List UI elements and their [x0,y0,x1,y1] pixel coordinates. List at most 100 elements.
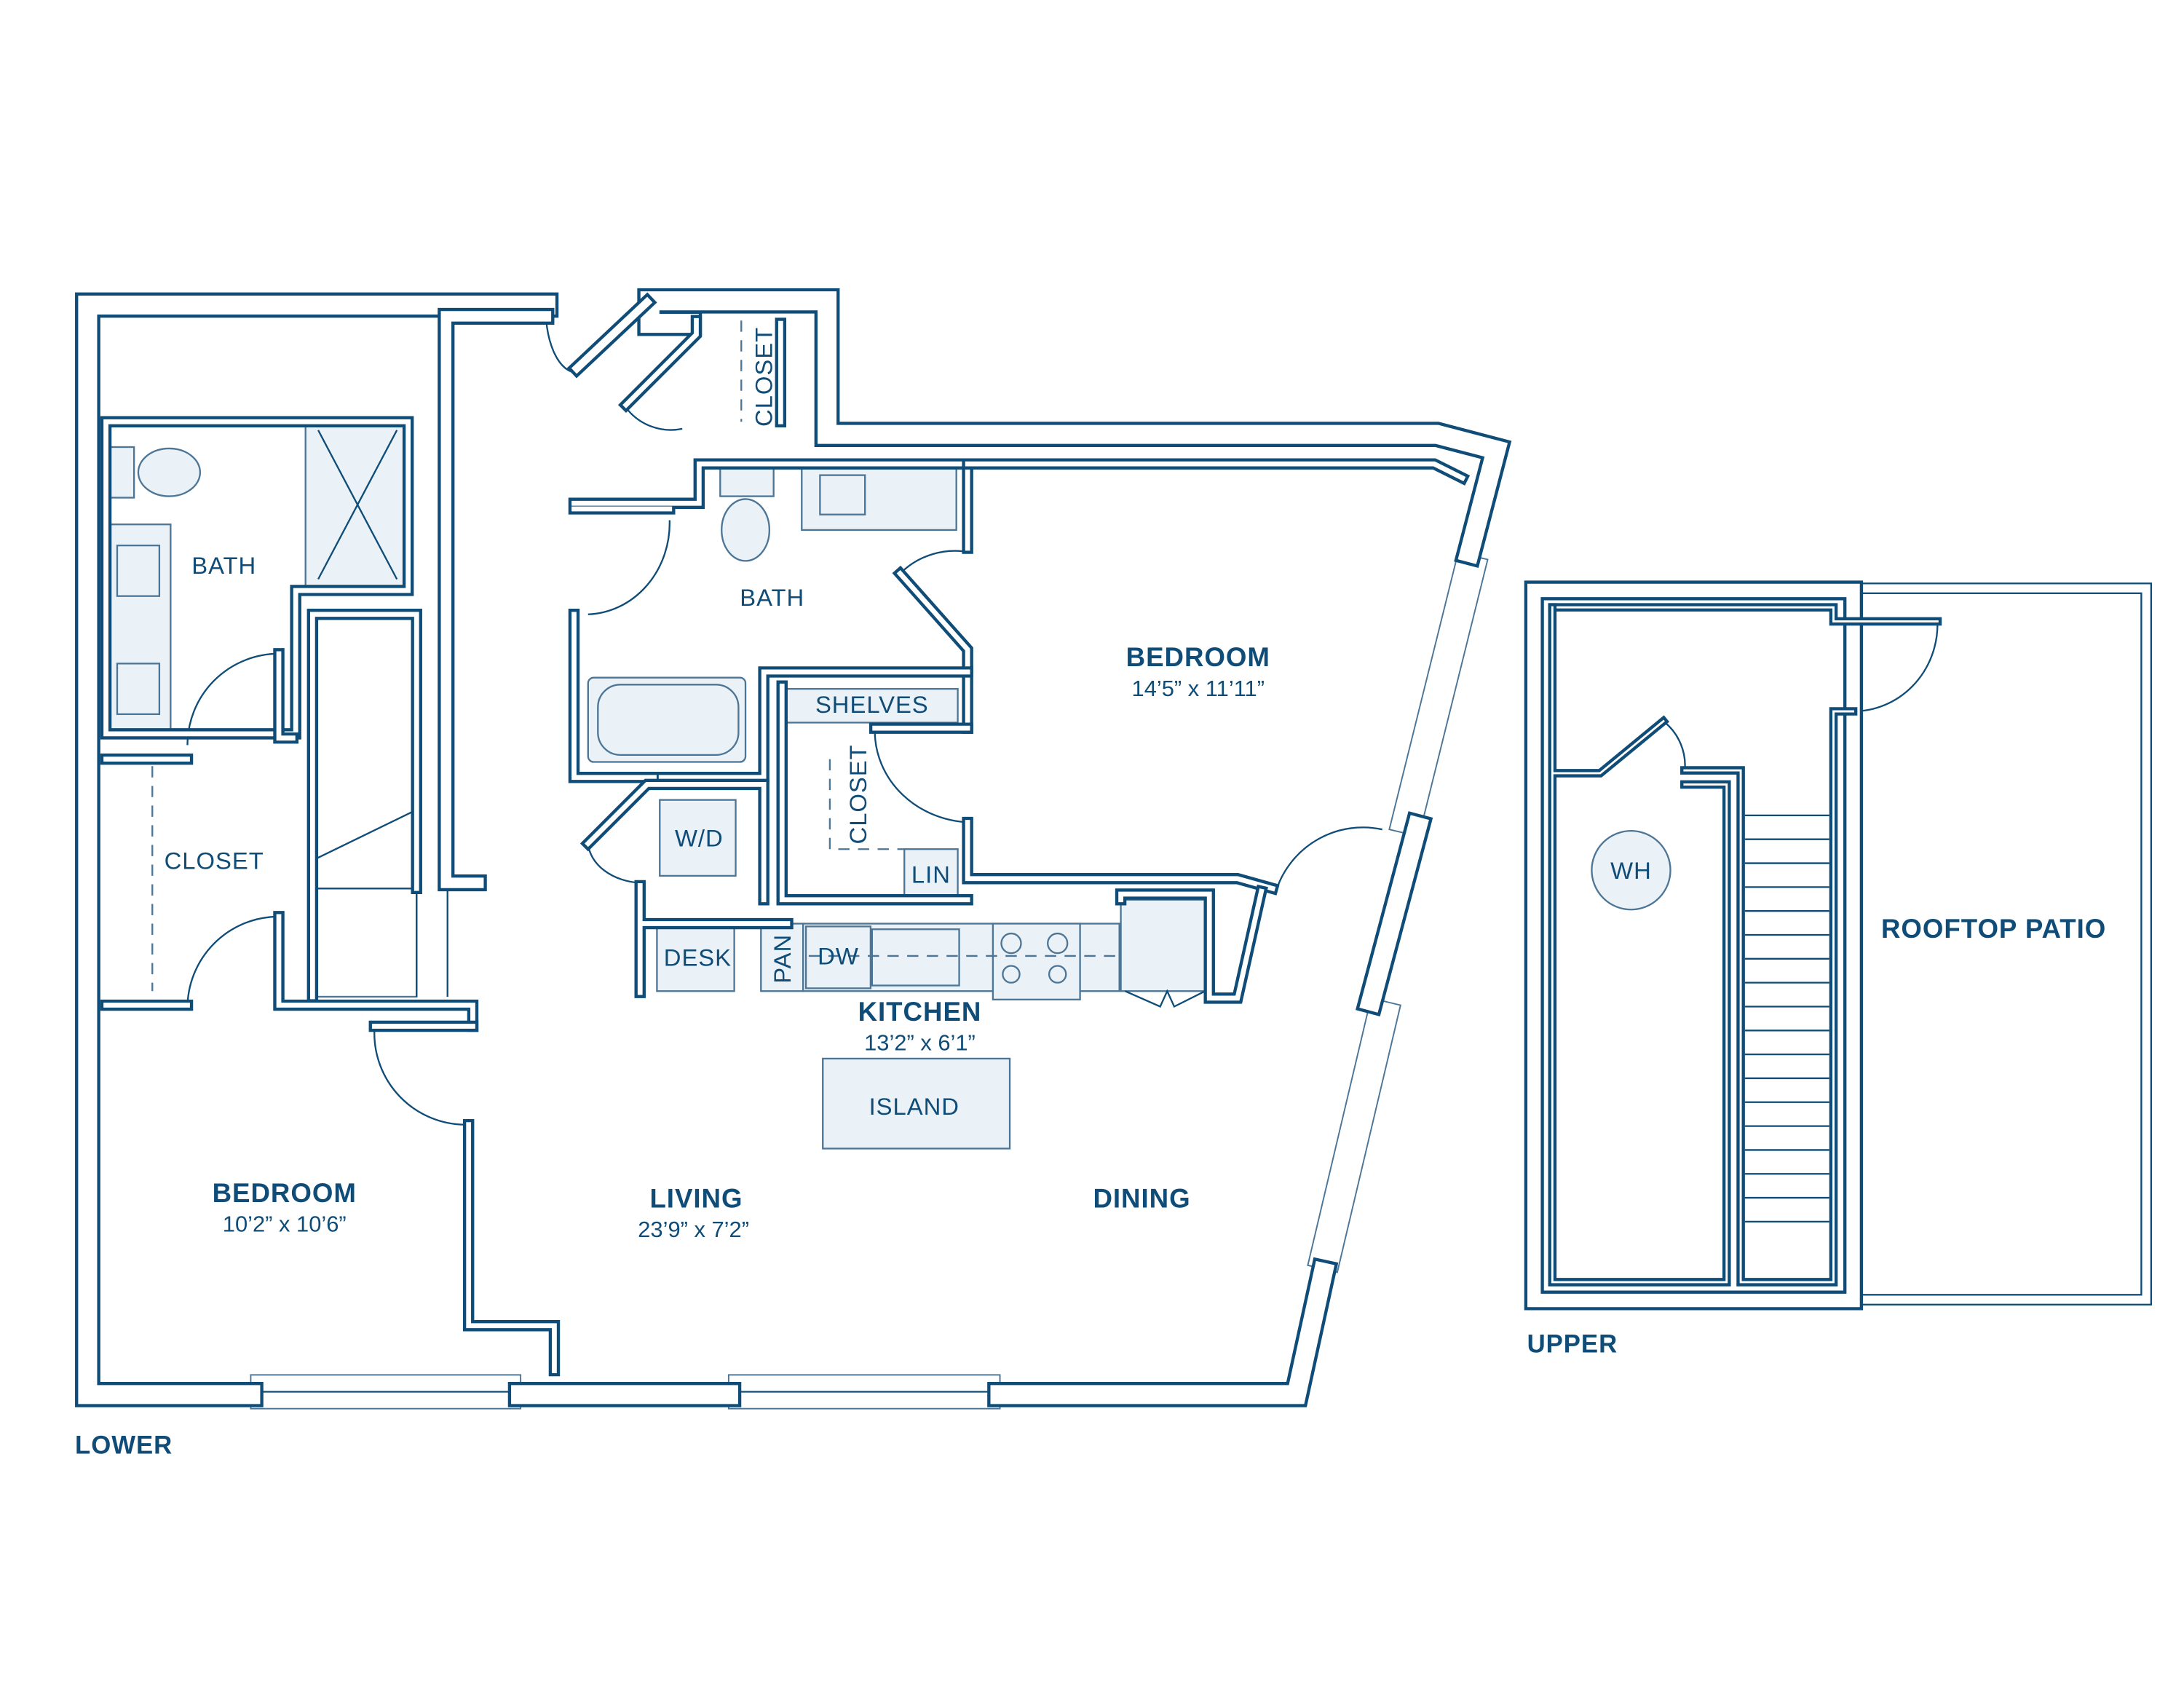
toilet-icon [721,498,771,562]
wall-inner [1551,606,1728,1284]
fridge-door-swing [1124,989,1206,1008]
wall-inner [622,317,783,424]
burner-icon [1047,932,1069,955]
stair-lines [312,809,448,997]
burner-icon [1002,965,1021,984]
shower [304,421,408,589]
refrigerator [1120,898,1209,992]
level-label-lower: LOWER [75,1431,173,1459]
wall-inner [1551,606,1939,623]
bath-door-swing [186,652,280,746]
bedroom-living-wall [368,1020,561,1377]
room-dimensions: 23’9” x 7’2” [638,1217,749,1242]
window-bedroom-right [1388,551,1489,838]
wall-inner [640,291,1508,564]
washer-dryer [659,799,737,877]
label-desk: DESK [664,944,732,971]
shower-drain-lines [317,430,398,580]
room-name: LIVING [649,1184,743,1214]
wall-inner [571,296,653,374]
room-name: BEDROOM [1126,642,1270,672]
label-bath: BATH [740,584,804,611]
shelves [783,687,959,724]
stair-enclosure-wall [1680,707,1858,1287]
burner-icon [1000,932,1022,955]
sink-icon [116,545,161,597]
wall-inner [990,1260,1335,1404]
room-dimensions: 13’2” x 6’1” [864,1030,976,1055]
wall-inner [103,651,475,1029]
sink-icon [871,928,960,987]
bath-door-swing [899,550,971,574]
dishwasher [804,925,872,989]
wall-inner [309,612,419,1000]
window-dining [1307,997,1401,1273]
linen [903,848,959,901]
desk [656,922,735,992]
stair-lower [312,613,418,998]
wall-inner [1683,710,1854,1284]
closet-door-swing [1663,720,1686,774]
label-closet: CLOSET [751,327,778,427]
wall-inner [637,883,791,995]
label-washer-dryer: W/D [675,824,724,851]
patio-rail-outer [1855,582,2153,1305]
upper-exterior-wall [1524,580,1864,1311]
stairs-upper [1744,814,1829,1223]
label-dishwasher: DW [818,943,859,970]
bathtub-basin [597,684,740,756]
bedroom-door-swing [373,1030,466,1126]
wall-inner [965,461,1466,482]
closet-upper-wall [1548,603,1731,1287]
closet-rod-line [828,759,905,850]
interior-wall [438,307,555,892]
label-island: ISLAND [869,1093,960,1120]
toilet-tank [719,467,775,497]
toilet-icon [137,447,202,497]
exterior-wall [987,1257,1339,1407]
walls [75,288,1942,1407]
labels: BEDROOM 10’2” x 10’6” BEDROOM 14’5” x 11… [75,327,2105,1460]
island [822,1057,1011,1150]
closet-door-swing [186,915,280,1008]
patio-door-swing [1853,624,1939,713]
label-shelves: SHELVES [815,691,929,718]
wall-inner [896,570,970,731]
bath-door-swing [587,520,670,615]
wall-inner [571,461,970,551]
label-closet: CLOSET [165,847,264,874]
room-dimensions: 10’2” x 10’6” [223,1211,347,1236]
closet-door-swing [625,407,683,431]
doors [186,302,1939,1126]
wall-inner [585,782,767,903]
bedroom-door-swing [1275,826,1382,889]
sink-icon [819,474,866,515]
label-closet: CLOSET [844,744,871,844]
water-heater [1591,829,1671,911]
wall-inner [440,311,552,888]
wall-inner [371,1024,557,1373]
room-dimensions: 14’5” x 11’11” [1132,676,1265,701]
level-label-upper: UPPER [1527,1330,1618,1358]
room-name: DINING [1093,1184,1190,1214]
wall-inner [103,419,411,737]
wall-inner [779,683,1276,903]
wall-inner [78,295,555,1404]
toilet-tank [108,446,135,499]
wall-inner [571,612,970,781]
label-bath: BATH [191,552,256,579]
fixtures [108,320,2153,1305]
wall-inner [1118,888,1265,1001]
sink-icon [116,663,161,716]
pantry [760,922,804,992]
room-name: BEDROOM [213,1178,357,1208]
wd-door-swing [587,843,641,884]
upper-interior-wall [1548,603,1942,626]
wall-inner [1359,815,1429,1013]
burner-icon [1048,965,1067,984]
label-water-heater: WH [1610,857,1652,884]
label-linen: LIN [911,861,951,888]
label-pantry: PAN [769,934,796,984]
closet-door-swing [874,731,971,823]
